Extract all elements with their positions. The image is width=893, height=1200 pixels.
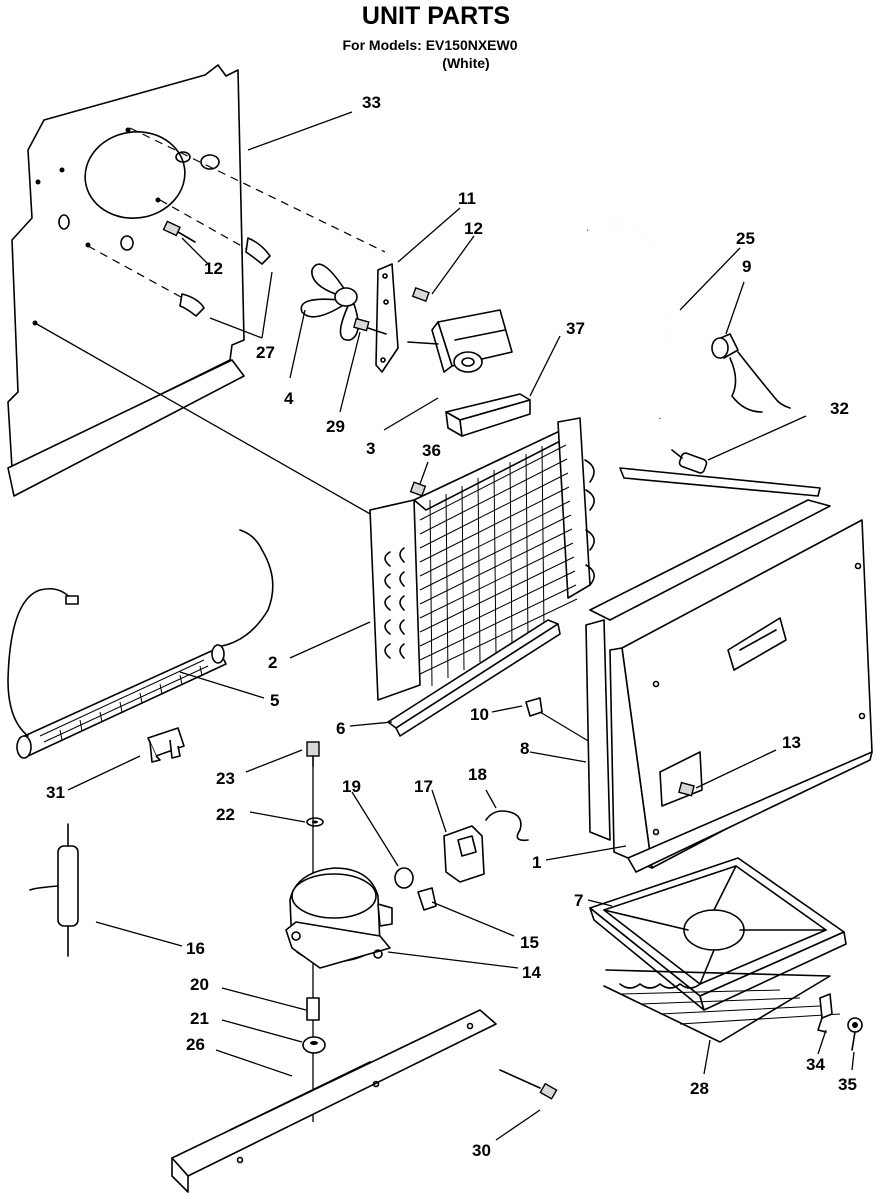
callout-9: 9 [742,257,751,276]
relay-part [443,825,485,883]
callout-29: 29 [326,417,345,436]
drain-pan-part [589,857,847,1011]
sleeve-part [306,997,320,1021]
callout-23: 23 [216,769,235,788]
base-plate-part [171,1009,497,1193]
rail-part [387,619,561,737]
grommet-part [306,741,320,767]
connector-part [147,727,185,763]
condenser-part [369,417,595,701]
clip-part [525,697,591,743]
fan-motor-part [407,309,513,373]
heater-part [7,529,274,759]
callout-6: 6 [336,719,345,738]
callout-5: 5 [270,691,279,710]
callout-11: 11 [458,189,476,208]
callout-labels: 33 11 12 12 27 4 29 3 37 25 9 32 36 2 5 … [46,93,857,1160]
callout-7: 7 [574,891,583,910]
callout-14: 14 [522,963,541,982]
screw-part [162,220,196,243]
overload-part [394,867,414,889]
front-panel-part [585,467,873,873]
callout-17: 17 [414,777,433,796]
compressor-part [285,867,393,969]
callout-12: 12 [464,219,483,238]
callout-8: 8 [520,739,529,758]
mount-grommet-part [302,1036,326,1054]
drain-tube-part [587,223,672,419]
drier-part [29,823,79,957]
callout-34: 34 [806,1055,825,1074]
color-line: (White) [442,55,489,71]
washer-part [306,817,324,827]
capillary-part [671,449,708,474]
callout-1: 1 [532,853,541,872]
fan-bracket-part [375,263,399,373]
screw-part [678,781,695,797]
callout-31: 31 [46,783,65,802]
callout-19: 19 [342,777,361,796]
page-title: UNIT PARTS [362,2,510,30]
screw-part [409,481,427,497]
callout-37: 37 [566,319,585,338]
models-line: For Models: EV150NXEW0 [342,37,517,53]
callout-26: 26 [186,1035,205,1054]
callout-18: 18 [468,765,487,784]
leader-lines [67,111,855,1141]
callout-30: 30 [472,1141,491,1160]
cover-part [417,887,437,911]
thermostat-part [711,333,791,413]
callout-15: 15 [520,933,539,952]
callout-16: 16 [186,939,205,958]
screw-part [499,1069,558,1100]
bracket-part [179,237,271,317]
fan-blade-part [300,263,359,341]
callout-20: 20 [190,975,209,994]
callout-27: 27 [256,343,275,362]
callout-21: 21 [190,1009,209,1028]
bracket-part [817,993,833,1033]
callout-28: 28 [690,1079,709,1098]
wire-clip-part [485,810,529,842]
callout-3: 3 [366,439,375,458]
callout-36: 36 [422,441,441,460]
callout-33: 33 [362,93,381,112]
callout-10: 10 [470,705,489,724]
callout-35: 35 [838,1075,857,1094]
callout-32: 32 [830,399,849,418]
screw-part [353,317,387,335]
screw-part [411,286,430,302]
condensate-coil-part [603,969,841,1043]
callout-13: 13 [782,733,801,752]
screw-part [847,1017,863,1051]
drip-tray-part [445,393,531,437]
callout-25: 25 [736,229,755,248]
callout-22: 22 [216,805,235,824]
callout-4: 4 [284,389,294,408]
callout-12: 12 [204,259,223,278]
callout-2: 2 [268,653,277,672]
rear-panel-part [7,64,245,497]
